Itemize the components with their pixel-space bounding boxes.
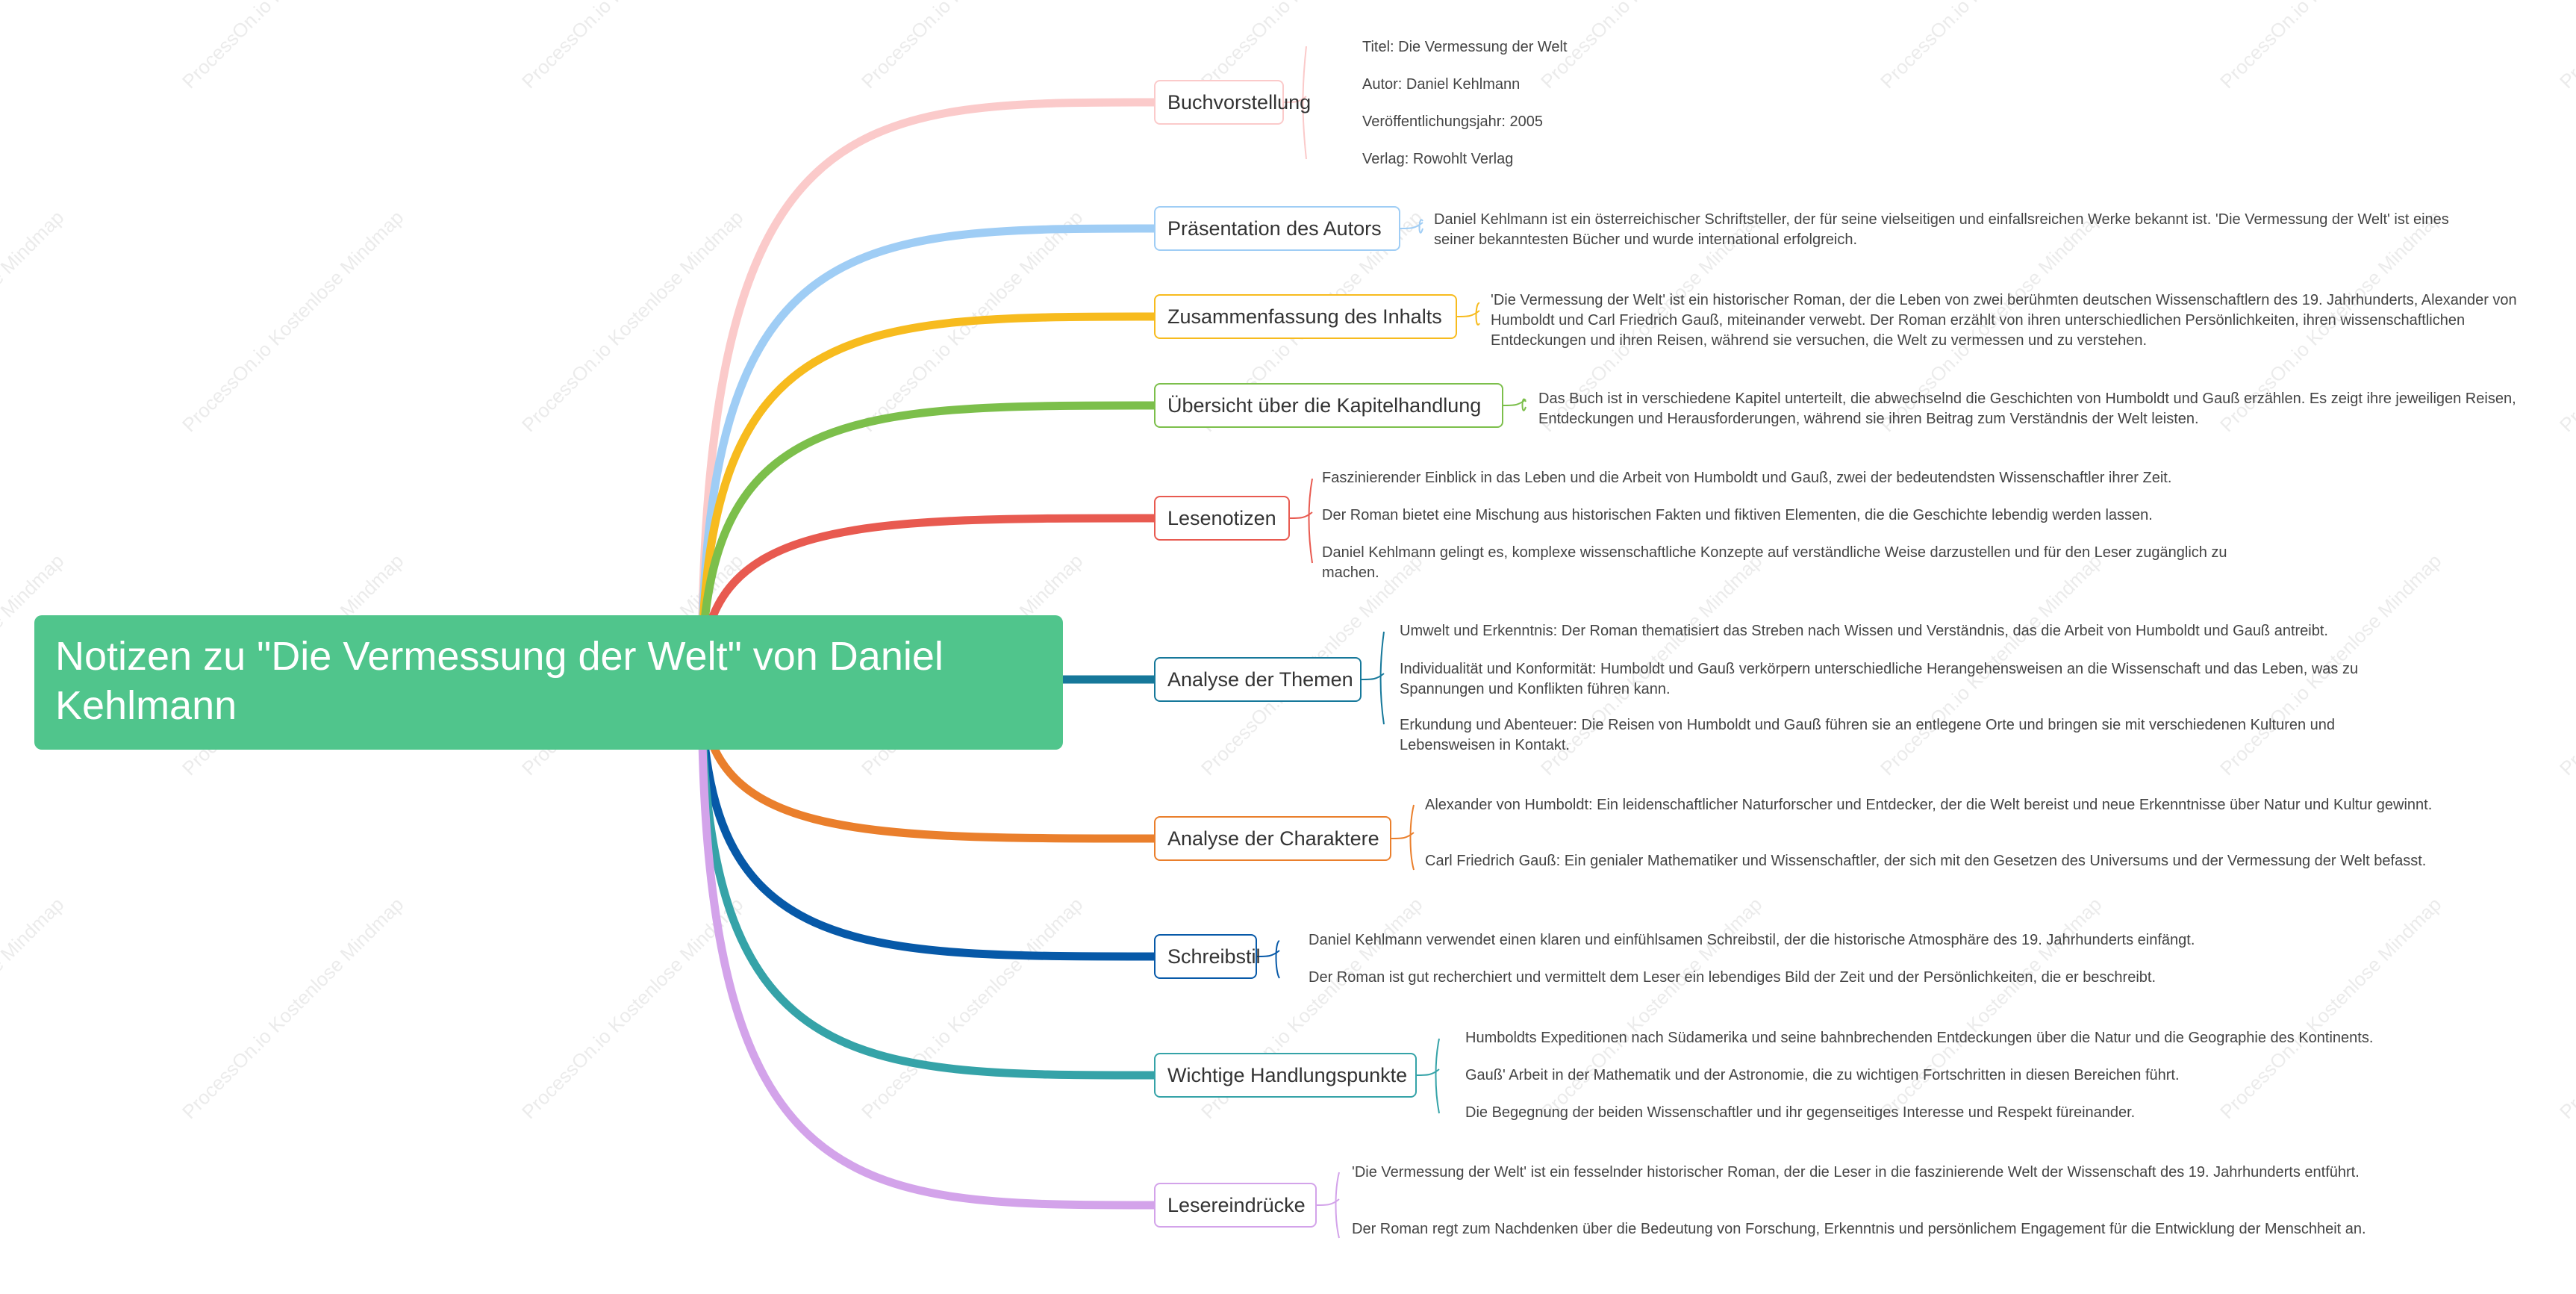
note[interactable]: Gauß' Arbeit in der Mathematik und der A… [1465, 1067, 2180, 1083]
note[interactable]: Die Begegnung der beiden Wissenschaftler… [1465, 1104, 2136, 1121]
note[interactable]: Erkundung und Abenteuer: Die Reisen von … [1400, 717, 2336, 753]
note[interactable]: Individualität und Konformität: Humboldt… [1400, 661, 2359, 697]
branch-uebersicht-kapitelhandlung[interactable]: Übersicht über die Kapitelhandlung [1154, 383, 1503, 428]
branch-lesereindruecke[interactable]: Lesereindrücke [1154, 1183, 1317, 1228]
branch-connector [697, 678, 1158, 1080]
note[interactable]: Titel: Die Vermessung der Welt [1362, 39, 1568, 55]
branch-label: Lesenotizen [1167, 507, 1276, 529]
branch-connector [697, 312, 1158, 687]
note[interactable]: Der Roman bietet eine Mischung aus histo… [1322, 507, 2153, 523]
branch-analyse-der-themen[interactable]: Analyse der Themen [1154, 657, 1362, 702]
branch-label: Übersicht über die Kapitelhandlung [1167, 394, 1482, 417]
branch-label: Zusammenfassung des Inhalts [1167, 305, 1442, 328]
branch-wichtige-handlungspunkte[interactable]: Wichtige Handlungspunkte [1154, 1053, 1417, 1098]
branch-zusammenfassung-des-inhalts[interactable]: Zusammenfassung des Inhalts [1154, 294, 1457, 339]
note[interactable]: 'Die Vermessung der Welt' ist ein fessel… [1352, 1164, 2360, 1181]
root-title: Notizen zu "Die Vermessung der Welt" von… [55, 634, 944, 728]
branch-praesentation-des-autors[interactable]: Präsentation des Autors [1154, 206, 1400, 251]
branch-label: Wichtige Handlungspunkte [1167, 1064, 1408, 1086]
note[interactable]: Der Roman ist gut recherchiert und vermi… [1309, 969, 2156, 986]
branch-label: Lesereindrücke [1167, 1194, 1306, 1216]
branch-connector [697, 98, 1158, 687]
note-bracket [1400, 219, 1423, 234]
note[interactable]: Humboldts Expeditionen nach Südamerika u… [1465, 1030, 2374, 1046]
note[interactable]: Umwelt und Erkenntnis: Der Roman themati… [1400, 623, 2328, 639]
note[interactable]: Verlag: Rowohlt Verlag [1362, 151, 1514, 167]
note[interactable]: Veröffentlichungsjahr: 2005 [1362, 113, 1544, 130]
branch-label: Präsentation des Autors [1167, 217, 1382, 240]
note[interactable]: Autor: Daniel Kehlmann [1362, 76, 1521, 93]
note-bracket [1289, 478, 1313, 564]
note[interactable]: Carl Friedrich Gauß: Ein genialer Mathem… [1425, 853, 2427, 869]
branch-analyse-der-charaktere[interactable]: Analyse der Charaktere [1154, 816, 1391, 861]
branch-connector [697, 678, 1158, 961]
branch-connector [697, 224, 1158, 687]
branch-label: Buchvorstellung [1167, 91, 1312, 113]
note-bracket [1503, 398, 1526, 411]
root-topic[interactable]: Notizen zu "Die Vermessung der Welt" von… [34, 615, 1063, 750]
note-bracket [1283, 46, 1307, 160]
note-bracket [1256, 940, 1280, 979]
note[interactable]: 'Die Vermessung der Welt' ist ein histor… [1491, 292, 2517, 349]
note-bracket [1361, 631, 1385, 725]
note-bracket [1391, 804, 1415, 871]
branch-connector [697, 678, 1158, 1210]
branch-buchvorstellung[interactable]: Buchvorstellung [1154, 80, 1311, 125]
note[interactable]: Daniel Kehlmann gelingt es, komplexe wis… [1322, 544, 2227, 581]
branch-lesenotizen[interactable]: Lesenotizen [1154, 496, 1290, 541]
note-bracket [1416, 1038, 1440, 1114]
branch-schreibstil[interactable]: Schreibstil [1154, 934, 1261, 979]
note-bracket [1316, 1172, 1340, 1239]
note[interactable]: Der Roman regt zum Nachdenken über die B… [1352, 1221, 2366, 1237]
branch-connector [697, 401, 1158, 687]
note[interactable]: Daniel Kehlmann ist ein österreichischer… [1434, 211, 2449, 248]
branch-label: Analyse der Themen [1167, 668, 1353, 691]
note-bracket [1456, 302, 1480, 326]
branch-label: Analyse der Charaktere [1167, 827, 1379, 850]
note[interactable]: Faszinierender Einblick in das Leben und… [1322, 470, 2172, 486]
branch-label: Schreibstil [1167, 945, 1261, 968]
note[interactable]: Alexander von Humboldt: Ein leidenschaft… [1425, 797, 2433, 813]
note[interactable]: Daniel Kehlmann verwendet einen klaren u… [1309, 932, 2195, 948]
note[interactable]: Das Buch ist in verschiedene Kapitel unt… [1538, 391, 2516, 427]
